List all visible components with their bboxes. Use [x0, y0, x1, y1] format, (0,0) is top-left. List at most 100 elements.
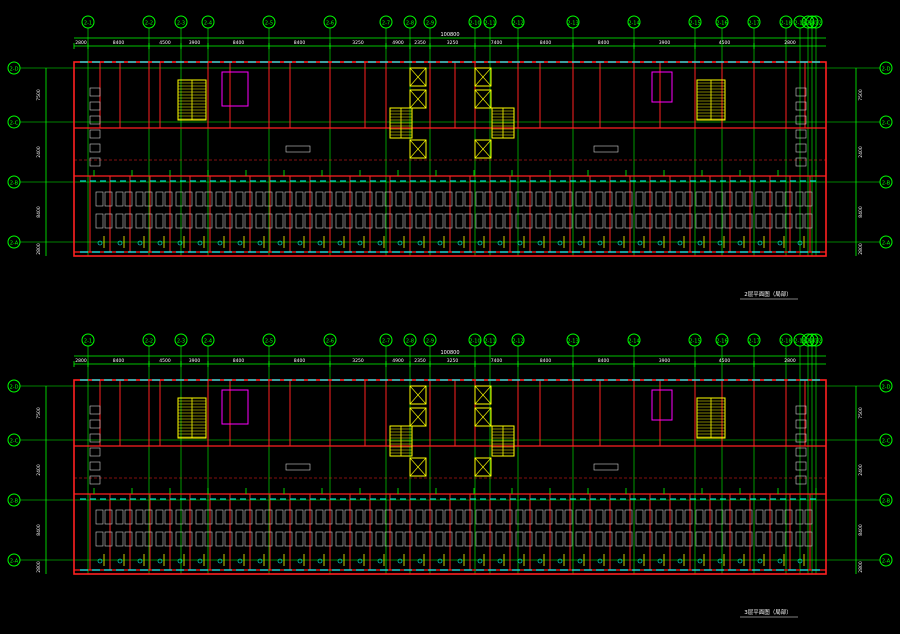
equipment-room-west [221, 389, 249, 425]
bed-furniture [784, 213, 793, 229]
bed-furniture [355, 509, 364, 525]
bed-furniture [675, 509, 684, 525]
toilet-fixture [795, 129, 807, 139]
dimension-bay: 3250 [352, 40, 364, 46]
door-swing [597, 240, 603, 246]
bed-furniture [275, 531, 284, 547]
toilet-fixture [795, 143, 807, 153]
bed-furniture [504, 531, 513, 547]
bed-furniture [755, 531, 764, 547]
bed-furniture [564, 509, 573, 525]
door-swing [657, 558, 663, 564]
toilet-fixture [795, 433, 807, 443]
bed-furniture [555, 509, 564, 525]
door-swing [697, 240, 703, 246]
door-swing [297, 240, 303, 246]
bed-furniture [604, 191, 613, 207]
axis-label-top: 2-4 [204, 21, 212, 27]
bed-furniture [215, 531, 224, 547]
bed-furniture [535, 509, 544, 525]
bed-furniture [184, 509, 193, 525]
bed-furniture [495, 509, 504, 525]
bed-furniture [124, 213, 133, 229]
bed-furniture [595, 213, 604, 229]
dimension-bay: 3250 [447, 358, 459, 364]
bed-furniture [424, 531, 433, 547]
axis-label-top: 2-12 [512, 21, 523, 27]
axis-label-top: 2-8 [406, 21, 414, 27]
dimension-bay: 8400 [598, 40, 610, 46]
bed-furniture [264, 531, 273, 547]
axis-label-top: 2-2 [145, 339, 153, 345]
bed-furniture [164, 213, 173, 229]
elevator-shaft [474, 457, 492, 477]
axis-label-top: 2-21 [806, 21, 817, 27]
bed-furniture [275, 213, 284, 229]
bed-furniture [535, 531, 544, 547]
bed-furniture [684, 531, 693, 547]
bed-furniture [415, 509, 424, 525]
bed-furniture [595, 531, 604, 547]
bed-furniture [404, 191, 413, 207]
door-swing [177, 240, 183, 246]
bed-furniture [515, 509, 524, 525]
bed-furniture [295, 509, 304, 525]
bed-furniture [375, 531, 384, 547]
bed-furniture [595, 191, 604, 207]
bed-furniture [704, 213, 713, 229]
bed-furniture [755, 509, 764, 525]
bed-furniture [195, 191, 204, 207]
door-swing [137, 558, 143, 564]
dimension-left: 2400 [36, 146, 42, 158]
dimension-right: 2400 [858, 146, 864, 158]
bed-furniture [544, 213, 553, 229]
door-swing [597, 558, 603, 564]
axis-label-top: 2-3 [177, 21, 185, 27]
dimension-bay: 3250 [352, 358, 364, 364]
bed-furniture [155, 531, 164, 547]
elevator-cross [409, 407, 427, 427]
bed-furniture [304, 191, 313, 207]
door-swing [417, 558, 423, 564]
bed-furniture [155, 213, 164, 229]
bed-furniture [535, 213, 544, 229]
door-swing [277, 240, 283, 246]
dimension-right: 7500 [858, 407, 864, 419]
bed-furniture [735, 191, 744, 207]
bed-furniture [644, 509, 653, 525]
door-swing [217, 240, 223, 246]
bed-furniture [335, 191, 344, 207]
bed-furniture [224, 191, 233, 207]
dimension-left: 7500 [36, 89, 42, 101]
bed-furniture [744, 509, 753, 525]
door-swing [217, 558, 223, 564]
elevator-cross [474, 407, 492, 427]
bed-furniture [555, 191, 564, 207]
bed-furniture [324, 531, 333, 547]
axis-label-top: 2-22 [810, 339, 821, 345]
bed-furniture [115, 531, 124, 547]
bed-furniture [544, 191, 553, 207]
bed-furniture [304, 531, 313, 547]
bed-furniture [695, 213, 704, 229]
door-swing [297, 558, 303, 564]
axis-label-top: 2-11 [484, 21, 495, 27]
bed-furniture [204, 191, 213, 207]
door-swing [537, 240, 543, 246]
elevator-shaft [409, 457, 427, 477]
bed-furniture [435, 191, 444, 207]
door-swing [397, 558, 403, 564]
bed-furniture [144, 531, 153, 547]
axis-label-top: 2-10 [469, 21, 480, 27]
bed-furniture [235, 531, 244, 547]
dimension-bay: 4500 [719, 358, 731, 364]
bed-furniture [364, 531, 373, 547]
bed-furniture [644, 531, 653, 547]
door-swing [197, 240, 203, 246]
axis-label-top: 2-19 [794, 21, 805, 27]
bed-furniture [655, 531, 664, 547]
plan-title: 2层平面图（局部） [744, 290, 792, 298]
bed-furniture [215, 191, 224, 207]
bed-furniture [175, 191, 184, 207]
bed-furniture [184, 191, 193, 207]
